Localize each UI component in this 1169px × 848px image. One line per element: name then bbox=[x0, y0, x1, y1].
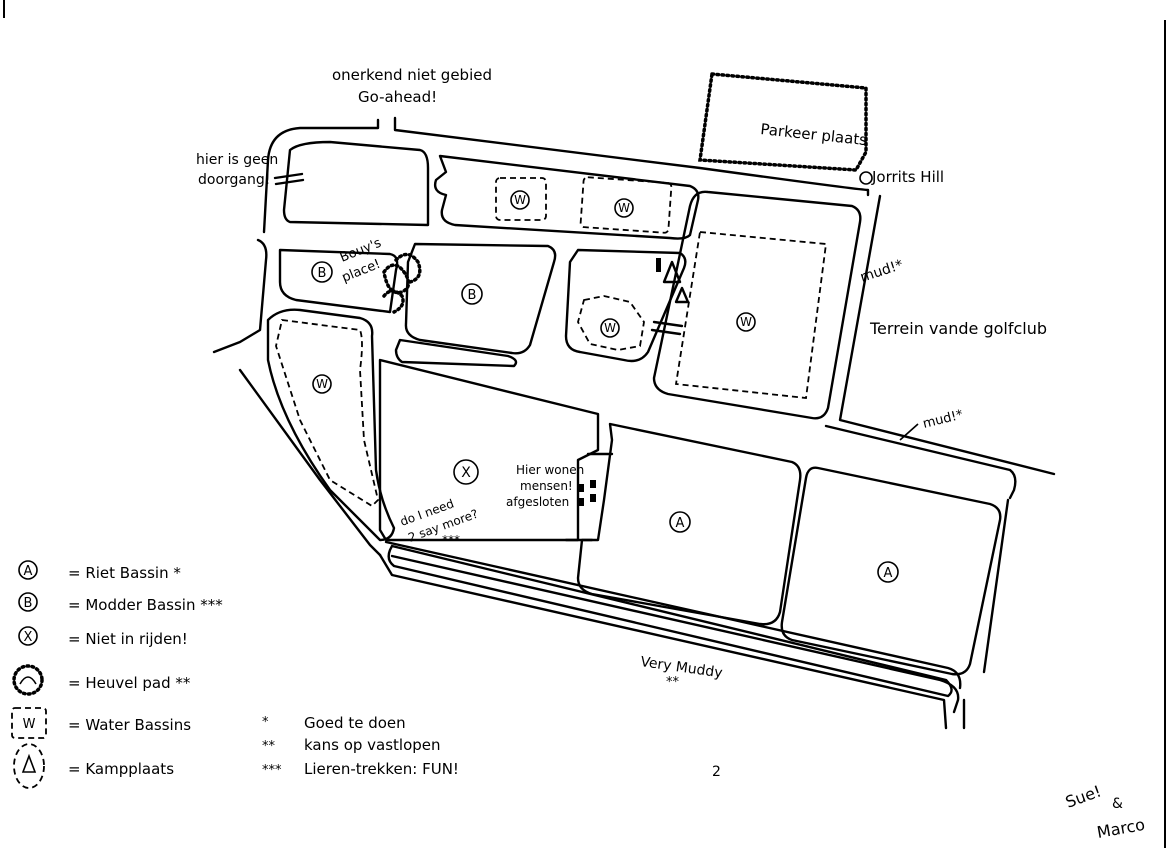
svg-text:Lieren-trekken: FUN!: Lieren-trekken: FUN! bbox=[304, 760, 459, 778]
legend-item-x: X = Niet in rijden! bbox=[18, 626, 188, 648]
basin-b-mark-left: B bbox=[311, 261, 333, 283]
basin-a-mark-middle: A bbox=[669, 511, 691, 533]
hill-icon bbox=[12, 664, 44, 696]
svg-text:= Niet in rijden!: = Niet in rijden! bbox=[68, 630, 188, 648]
water-basin-icon bbox=[11, 707, 47, 739]
mud-east-label: mud!* bbox=[921, 407, 965, 432]
people-label-2: mensen! bbox=[520, 479, 573, 493]
legend-item-water: W = Water Bassins bbox=[11, 707, 191, 739]
legend: A = Riet Bassin * B = Modder Bassin *** … bbox=[11, 560, 223, 789]
svg-text:*: * bbox=[262, 715, 269, 730]
svg-text:A: A bbox=[884, 566, 893, 581]
legend-item-hill: = Heuvel pad ** bbox=[12, 664, 191, 696]
mud-east-pointer bbox=[899, 423, 919, 441]
svg-text:= Riet Bassin *: = Riet Bassin * bbox=[68, 564, 181, 582]
people-label-3: afgesloten bbox=[506, 495, 569, 509]
svg-text:W: W bbox=[618, 201, 630, 215]
basin-b-mark-middle: B bbox=[461, 283, 483, 305]
svg-text:Sue!: Sue! bbox=[1063, 781, 1104, 811]
no-passage-label-2: doorgang! bbox=[198, 172, 270, 188]
parking-area bbox=[698, 72, 868, 172]
svg-text:B: B bbox=[468, 288, 477, 303]
rating-key-item-1: * Goed te doen bbox=[262, 714, 406, 732]
svg-text:B: B bbox=[24, 596, 33, 611]
svg-text:= Heuvel pad **: = Heuvel pad ** bbox=[68, 674, 191, 692]
svg-text:**: ** bbox=[262, 739, 276, 754]
mud-north-label: mud!* bbox=[858, 257, 905, 286]
svg-text:X: X bbox=[24, 630, 33, 645]
do-i-need-label-3: *** bbox=[442, 533, 460, 547]
svg-text:&: & bbox=[1112, 796, 1123, 812]
svg-text:Marco: Marco bbox=[1095, 815, 1146, 842]
signature: Sue! & Marco bbox=[1063, 781, 1147, 842]
svg-text:A: A bbox=[676, 516, 685, 531]
hill-point-icon bbox=[859, 171, 873, 185]
svg-text:W: W bbox=[604, 321, 616, 335]
water-basin-outlines bbox=[275, 176, 828, 508]
water-mark-1: W bbox=[510, 190, 530, 210]
very-muddy-stars: ** bbox=[666, 675, 680, 690]
water-mark-4: W bbox=[600, 318, 620, 338]
parking-label: Parkeer plaats bbox=[760, 120, 869, 149]
jorrits-hill-label: Jorrits Hill bbox=[871, 168, 944, 186]
rating-key: * Goed te doen ** kans op vastlopen *** … bbox=[262, 714, 459, 778]
basin-x-mark: X bbox=[453, 459, 479, 485]
svg-text:***: *** bbox=[262, 763, 282, 778]
svg-text:A: A bbox=[24, 564, 33, 579]
svg-text:W: W bbox=[740, 315, 752, 329]
golf-club-label: Terrein vande golfclub bbox=[869, 319, 1047, 338]
svg-text:kans op vastlopen: kans op vastlopen bbox=[304, 736, 441, 754]
svg-text:X: X bbox=[461, 465, 471, 481]
legend-item-camp: = Kampplaats bbox=[13, 743, 174, 789]
svg-text:W: W bbox=[23, 717, 36, 732]
svg-text:B: B bbox=[318, 266, 327, 281]
svg-text:= Water Bassins: = Water Bassins bbox=[68, 716, 191, 734]
legend-item-a: A = Riet Bassin * bbox=[18, 560, 181, 582]
no-passage-label-1: hier is geen bbox=[196, 152, 278, 168]
svg-text:Goed te doen: Goed te doen bbox=[304, 714, 406, 732]
rating-key-item-2: ** kans op vastlopen bbox=[262, 736, 441, 754]
legend-item-b: B = Modder Bassin *** bbox=[18, 592, 223, 614]
svg-text:= Kampplaats: = Kampplaats bbox=[68, 760, 174, 778]
hill-path-marks bbox=[382, 252, 422, 314]
svg-text:W: W bbox=[514, 193, 526, 207]
svg-text:W: W bbox=[316, 377, 328, 391]
camp-site-marks bbox=[656, 258, 690, 304]
unrecognized-area-label: onerkend niet gebied bbox=[332, 66, 492, 84]
house-marks bbox=[578, 480, 596, 506]
very-muddy-label: Very Muddy bbox=[639, 654, 723, 681]
camp-icon bbox=[13, 743, 45, 789]
road-network bbox=[212, 116, 1056, 730]
water-mark-2: W bbox=[614, 198, 634, 218]
go-ahead-label: Go-ahead! bbox=[358, 88, 437, 106]
stray-mark: 2 bbox=[712, 764, 721, 780]
rating-key-item-3: *** Lieren-trekken: FUN! bbox=[262, 760, 459, 778]
basin-a-mark-right: A bbox=[877, 561, 899, 583]
water-mark-3: W bbox=[736, 312, 756, 332]
people-label-1: Hier wonen bbox=[516, 463, 584, 477]
svg-text:= Modder Bassin ***: = Modder Bassin *** bbox=[68, 596, 223, 614]
water-mark-5: W bbox=[312, 374, 332, 394]
